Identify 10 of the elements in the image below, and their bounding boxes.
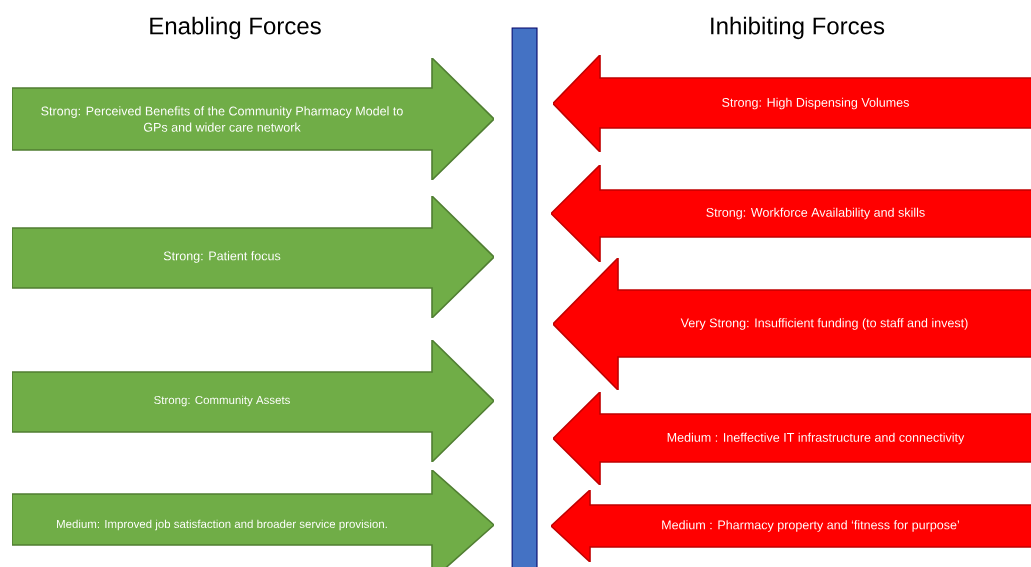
force-block: Strong: Patient focus xyxy=(12,196,494,318)
force-block: Very Strong: Insufficient funding (to staff and invest) xyxy=(553,258,1031,390)
force-block: Medium : Pharmacy property and ‘fitness for purpose’ xyxy=(551,490,1031,562)
force-block: Medium : Ineffective IT infrastructure and connectivity xyxy=(553,392,1031,485)
force-block: Strong: Perceived Benefits of the Community Pharmacy Model to GPs and wider care network xyxy=(12,58,494,180)
force-block: Strong: High Dispensing Volumes xyxy=(553,55,1031,152)
force-block: Strong: Community Assets xyxy=(12,340,494,462)
force-block: Strong: Workforce Availability and skills xyxy=(551,165,1031,262)
force-block: Medium: Improved job satisfaction and broader service provision. xyxy=(12,470,494,567)
center-bar xyxy=(511,27,538,567)
